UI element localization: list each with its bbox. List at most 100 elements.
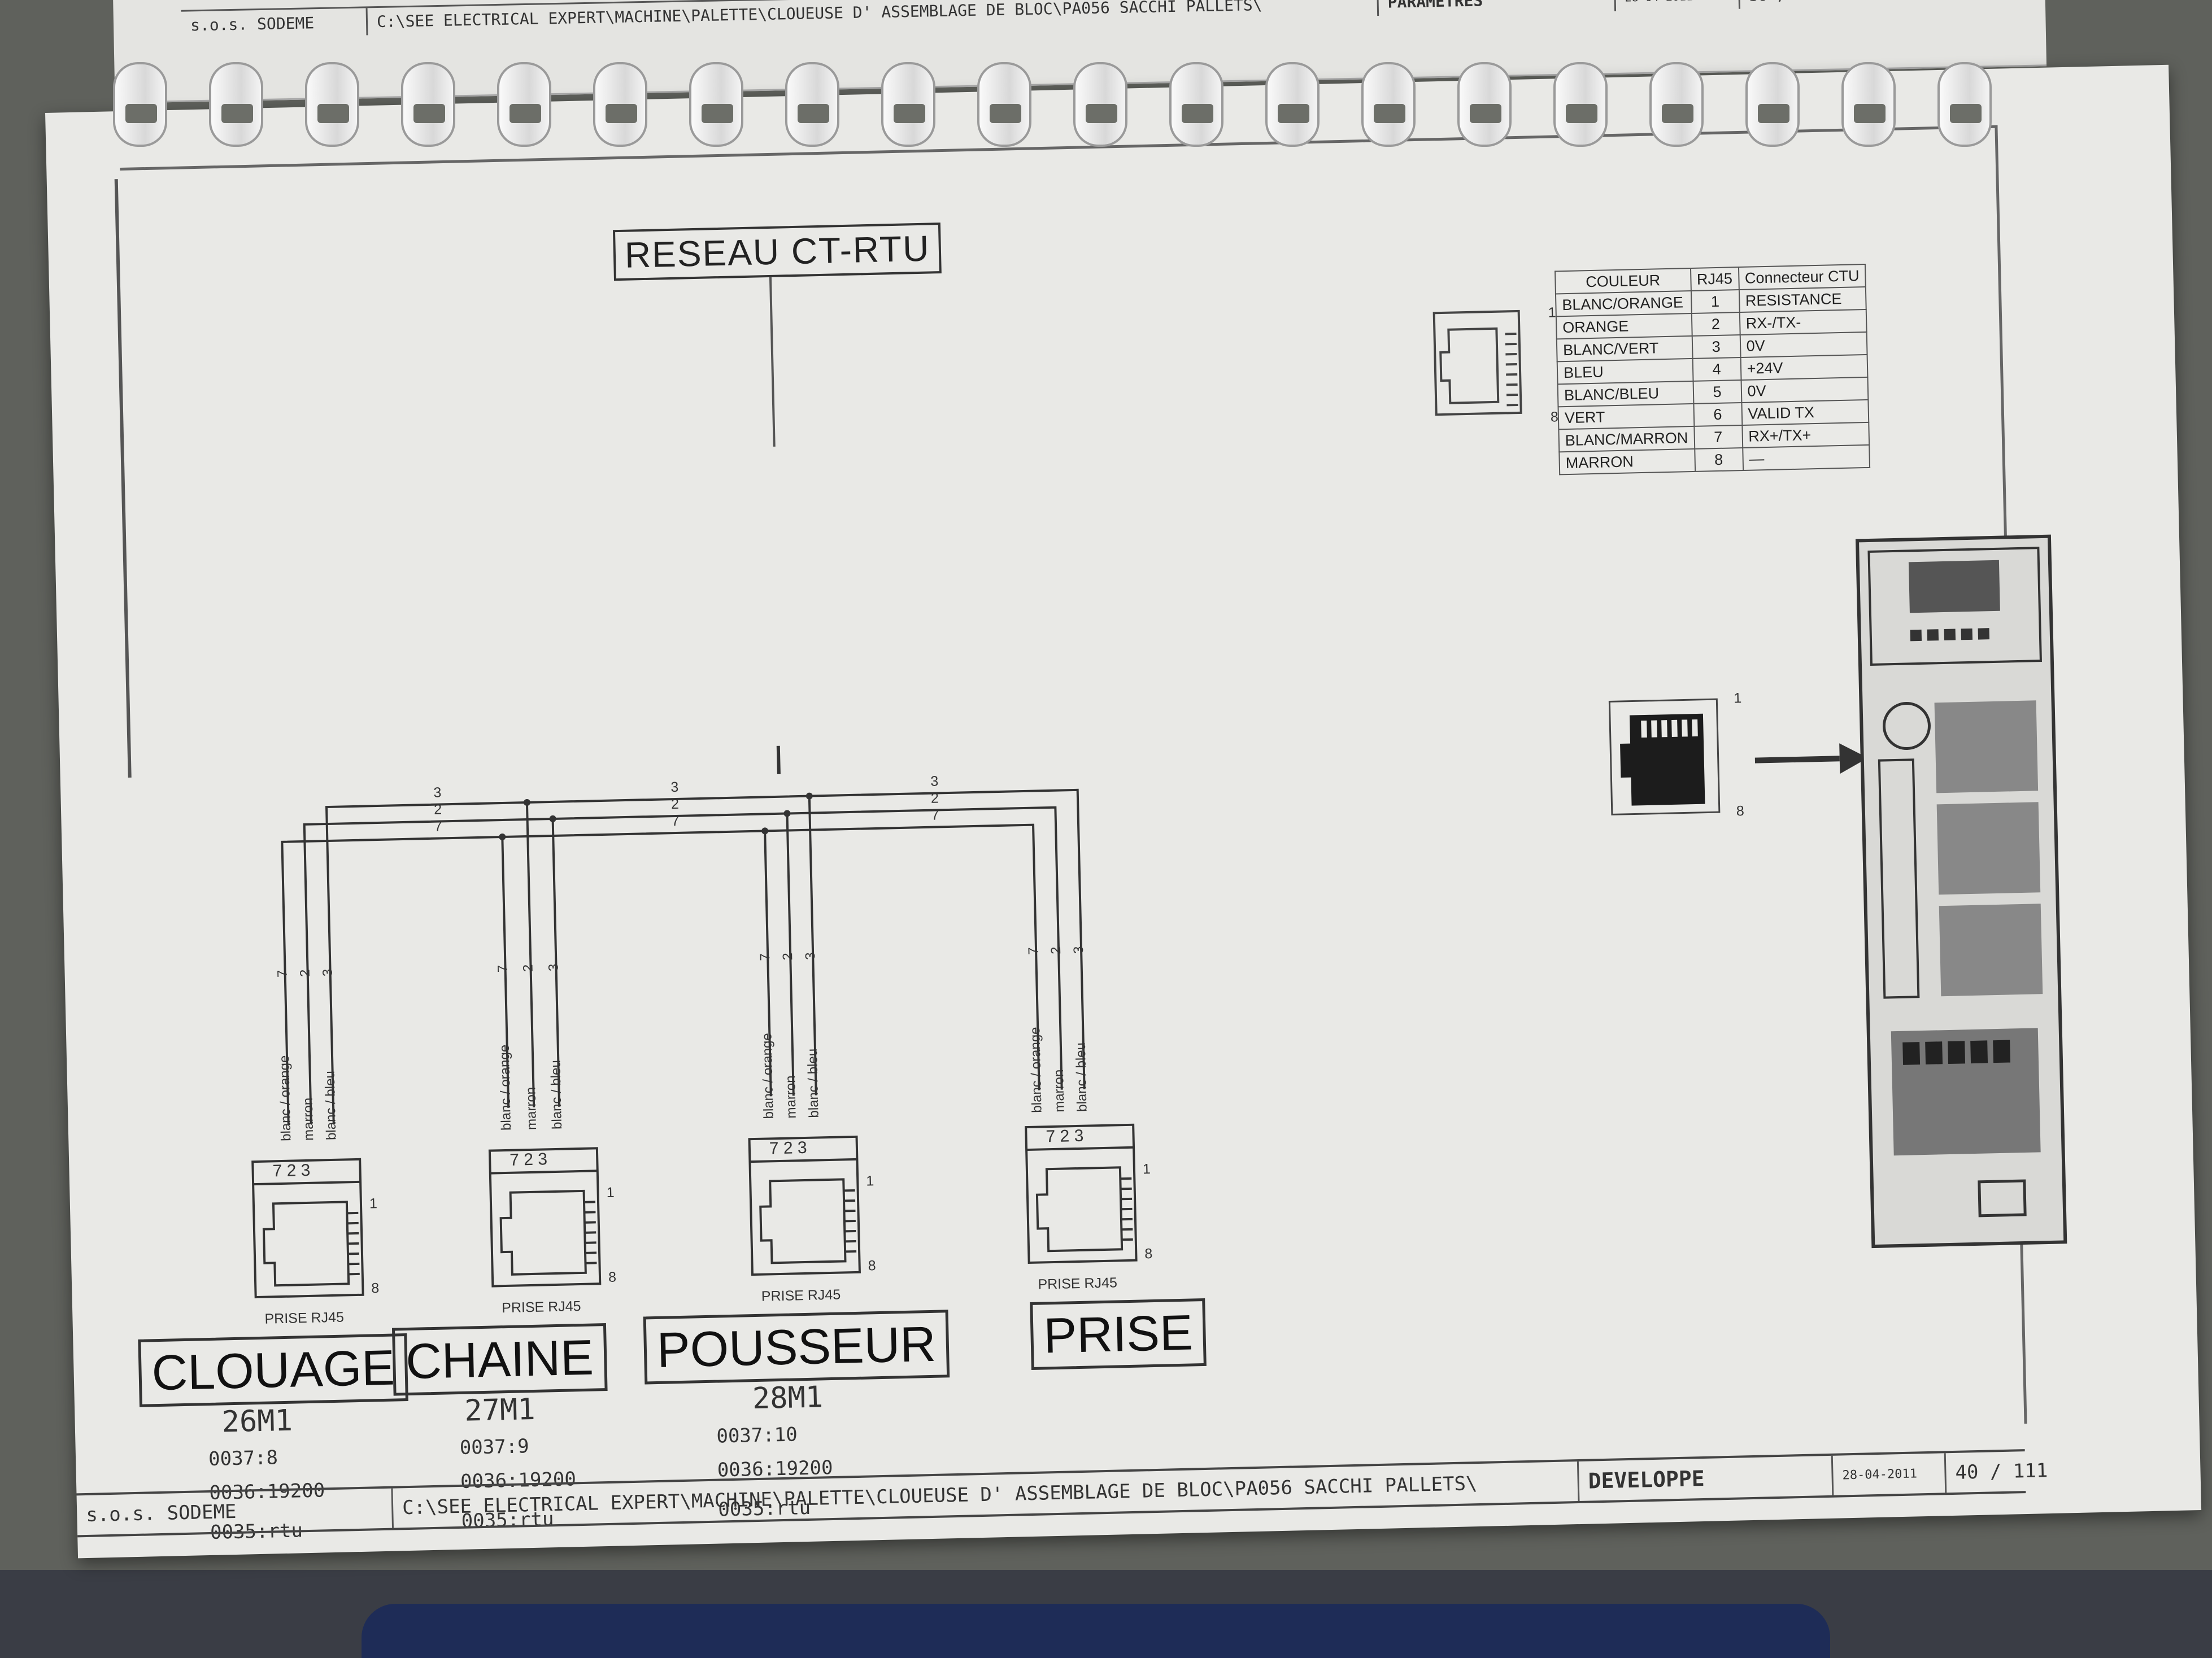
wire-pin-3: 3	[1070, 946, 1087, 954]
wire-color-blanc-bleu: blanc / bleu	[1073, 1042, 1090, 1112]
binder-ring	[1073, 62, 1127, 147]
socket-pin-first: 1	[606, 1184, 615, 1201]
wire-color-blanc-bleu: blanc / bleu	[322, 1070, 339, 1141]
bus-label-3c: 3	[930, 773, 939, 789]
socket-caption: PRISE RJ45	[501, 1298, 581, 1316]
bus-label-7c: 7	[931, 807, 939, 823]
prev-page-number: 39 / 111	[1740, 0, 1848, 9]
wire-color-marron: marron	[1051, 1069, 1068, 1113]
socket-pin-first: 1	[1142, 1161, 1151, 1177]
wire-color-blanc-orange: blanc / orange	[497, 1044, 515, 1131]
bus-label-3b: 3	[670, 779, 679, 796]
bus-label-2b: 2	[670, 796, 680, 813]
schematic-page: RESEAU CT-RTU COULEUR RJ45 Connecteur CT…	[45, 64, 2202, 1559]
binder-ring	[113, 62, 167, 147]
socket-pin-last: 8	[608, 1269, 617, 1285]
socket-pin-last: 8	[371, 1280, 380, 1297]
socket-caption: PRISE RJ45	[264, 1309, 345, 1327]
binder-ring	[1649, 62, 1704, 147]
wire-color-blanc-orange: blanc / orange	[1027, 1027, 1045, 1113]
bus-wiring	[281, 745, 1086, 1124]
binder-ring	[497, 62, 551, 147]
bus-label-7b: 7	[671, 813, 680, 830]
rj45-socket-icon	[251, 1158, 364, 1299]
wire-color-blanc-bleu: blanc / bleu	[804, 1048, 822, 1118]
drive-chaine: 7 2 3 blanc / orange marron blanc / bleu…	[45, 65, 2169, 1533]
drive-code: 27M1	[464, 1392, 536, 1428]
binder-ring	[1937, 62, 1992, 147]
binder-ring	[1745, 62, 1800, 147]
binder-ring	[401, 62, 455, 147]
wire-pin-7: 7	[275, 970, 290, 978]
section-name: DEVELOPPE	[1578, 1455, 1834, 1502]
wire-color-blanc-bleu: blanc / bleu	[548, 1059, 565, 1130]
binder-ring	[209, 62, 263, 147]
wire-pin-2: 2	[780, 952, 796, 961]
previous-title-block: s.o.s. SODEME C:\SEE ELECTRICAL EXPERT\M…	[181, 0, 1848, 39]
wire-color-marron: marron	[300, 1097, 317, 1141]
wire-pin-3: 3	[803, 952, 818, 960]
wire-pin-7: 7	[495, 965, 511, 973]
drive-name: CHAINE	[391, 1323, 608, 1396]
rj45-socket-filled-icon	[1608, 698, 1721, 815]
drive-param: 0037:9	[459, 1435, 530, 1459]
drive-name: POUSSEUR	[643, 1310, 950, 1385]
binder-ring	[977, 62, 1031, 147]
bus-label-2c: 2	[930, 790, 939, 806]
socket-pin-first: 1	[865, 1173, 874, 1189]
socket-header: 7 2 3	[509, 1150, 548, 1170]
company: s.o.s. SODEME	[76, 1488, 394, 1535]
rj45-socket-icon	[1432, 309, 1522, 416]
socket-pin-last: 8	[1144, 1246, 1153, 1262]
drive-code: 28M1	[752, 1380, 824, 1416]
drive-code: 26M1	[221, 1403, 293, 1439]
wire-pin-2: 2	[1048, 946, 1064, 955]
drive-name: CLOUAGE	[138, 1333, 409, 1407]
prev-company: s.o.s. SODEME	[181, 8, 368, 39]
socket-header: 7 2 3	[769, 1138, 808, 1158]
wire-color-marron: marron	[783, 1075, 799, 1119]
rj45-socket-icon	[748, 1135, 861, 1276]
binder-ring	[1169, 62, 1223, 147]
binder-ring	[689, 62, 743, 147]
drawing-date: 28-04-2011	[1832, 1453, 1947, 1495]
socket-pin-first: 1	[369, 1195, 378, 1212]
wire-pin-2: 2	[520, 964, 536, 972]
wire-pin-7: 7	[757, 953, 773, 961]
binder-rings	[113, 62, 2056, 158]
socket-caption: PRISE RJ45	[1038, 1275, 1118, 1293]
prev-path: C:\SEE ELECTRICAL EXPERT\MACHINE\PALETTE…	[367, 0, 1379, 36]
binder-ring	[1457, 62, 1512, 147]
arrow-icon	[1754, 743, 1868, 774]
prev-section: PARAMETRES	[1378, 0, 1617, 16]
drive-unit-illustration	[1855, 534, 2067, 1249]
binder-ring	[1265, 62, 1320, 147]
binder-ring	[1361, 62, 1416, 147]
drive-name: PRISE	[1030, 1298, 1207, 1370]
bus-label-3a: 3	[433, 784, 442, 801]
bus-label-2a: 2	[433, 801, 442, 818]
wire-color-blanc-orange: blanc / orange	[759, 1033, 777, 1119]
page-number: 40 / 111	[1955, 1459, 2048, 1484]
drive-param: 0037:8	[208, 1446, 278, 1471]
socket-header: 7 2 3	[272, 1160, 311, 1181]
drive-prise: 7 2 3 blanc / orange marron blanc / bleu…	[45, 65, 2169, 1370]
prev-date: 28-04-2011	[1616, 0, 1741, 11]
drive-param: 0037:10	[716, 1423, 798, 1448]
bus-label-7a: 7	[434, 818, 443, 835]
wire-color-marron: marron	[523, 1087, 540, 1131]
blue-fabric	[362, 1604, 1830, 1658]
drive-clouage: 7 2 3 blanc / orange marron blanc / bleu…	[45, 65, 2169, 1544]
rj45-socket-icon	[488, 1147, 602, 1288]
drive-pousseur: 7 2 3 blanc / orange marron blanc / bleu…	[45, 65, 2169, 1521]
wire-pin-3: 3	[320, 968, 336, 977]
binder-ring	[593, 62, 647, 147]
binder-ring	[1841, 62, 1896, 147]
wire-pin-7: 7	[1025, 947, 1042, 955]
wire-pin-3: 3	[546, 963, 561, 972]
wire-pin-2: 2	[297, 969, 313, 978]
socket-header: 7 2 3	[1046, 1126, 1084, 1146]
socket-caption: PRISE RJ45	[761, 1286, 841, 1304]
wire-color-blanc-orange: blanc / orange	[276, 1055, 294, 1142]
socket-pin-last: 8	[868, 1258, 876, 1274]
